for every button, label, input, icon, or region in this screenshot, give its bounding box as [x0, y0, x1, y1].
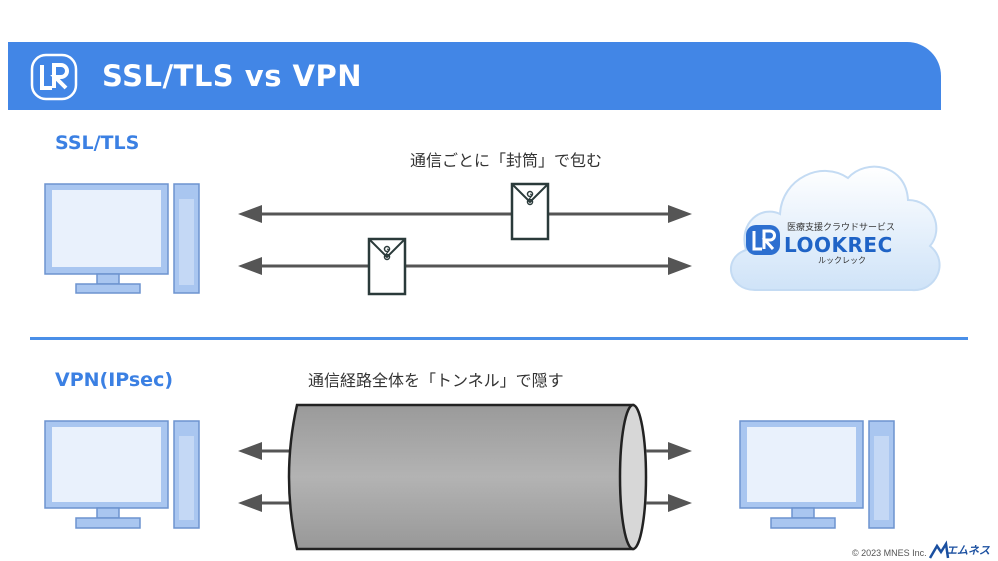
- footer-brand: エムネス: [928, 542, 990, 560]
- copyright-text: © 2023 MNES Inc.: [852, 548, 927, 558]
- envelope-icon: [367, 237, 407, 296]
- ssl-arrow-top: [238, 205, 692, 223]
- lookrec-cloud-icon: [730, 165, 941, 292]
- mnes-logo-icon: [928, 540, 950, 559]
- page-title: SSL/TLS vs VPN: [102, 59, 363, 93]
- vpn-caption: 通信経路全体を「トンネル」で隠す: [308, 371, 564, 390]
- ssl-section-label: SSL/TLS: [55, 132, 140, 154]
- cloud-service-name: LOOKREC: [784, 233, 893, 257]
- vpn-tunnel: [287, 403, 648, 551]
- vpn-section-label: VPN(IPsec): [55, 369, 174, 391]
- brand-name: エムネス: [946, 544, 990, 557]
- envelope-icon: [510, 182, 550, 241]
- ssl-arrow-bottom: [238, 257, 692, 275]
- header-bar: SSL/TLS vs VPN: [8, 42, 941, 110]
- vpn-server-computer-icon: [739, 420, 895, 529]
- cloud-tagline: 医療支援クラウドサービス: [787, 223, 896, 233]
- section-divider: [30, 337, 968, 340]
- cloud-service-reading: ルックレック: [818, 256, 866, 265]
- lr-logo-icon: [30, 53, 78, 101]
- ssl-client-computer-icon: [44, 183, 200, 294]
- ssl-caption: 通信ごとに「封筒」で包む: [410, 151, 603, 170]
- vpn-client-computer-icon: [44, 420, 200, 529]
